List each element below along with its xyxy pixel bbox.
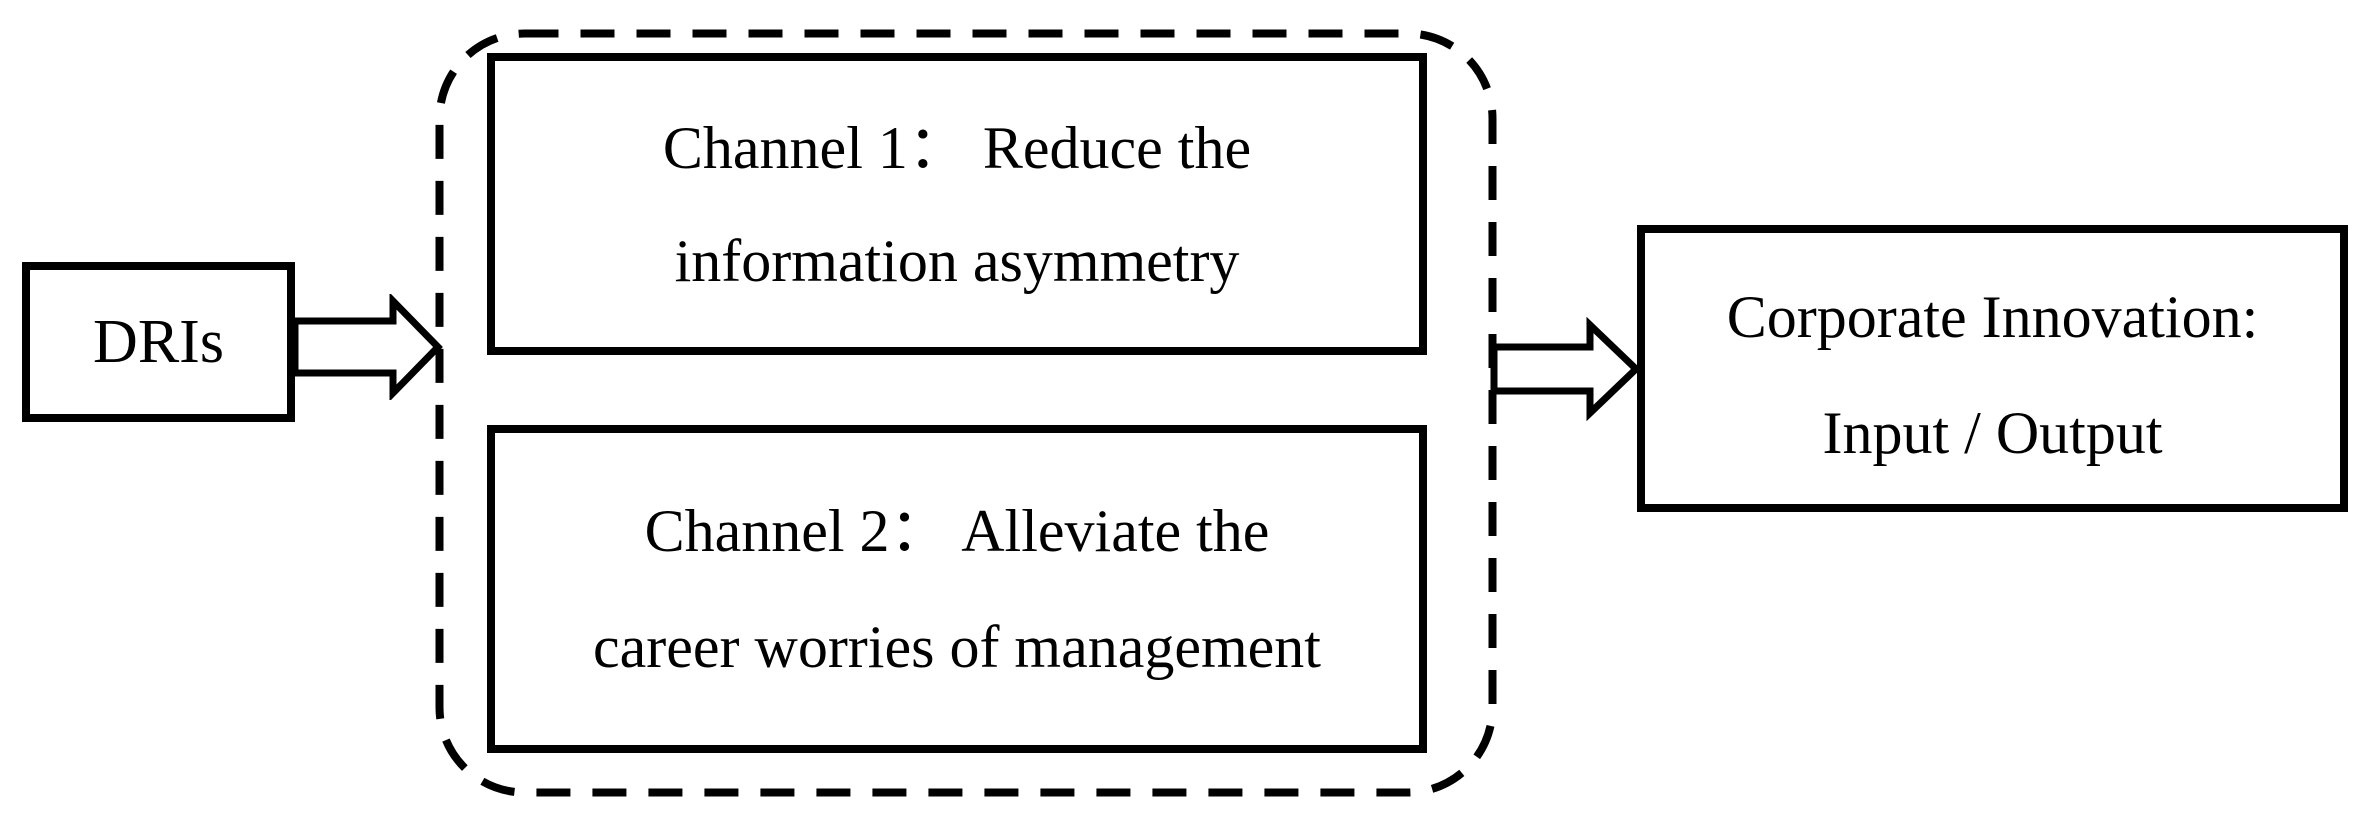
dris-box: DRIs [22,262,295,422]
innovation-box: Corporate Innovation: Input / Output [1637,225,2348,512]
channel1-line1: Channel 1： Reduce the [662,114,1252,181]
channels-group-dashed-border [435,29,1497,797]
arrow-dris-to-channels-icon [291,294,443,400]
innovation-line2: Input / Output [1822,399,2163,466]
channel1-line2: information asymmetry [674,227,1240,294]
dris-label: DRIs [93,308,224,376]
channel1-box: Channel 1： Reduce the information asymme… [487,53,1427,355]
channel2-line1: Channel 2： Alleviate the [644,498,1270,564]
arrow-channels-to-innovation-icon [1490,316,1640,422]
channel2-box: Channel 2： Alleviate the career worries … [487,425,1427,753]
channel2-line2: career worries of management [593,614,1321,680]
innovation-line1: Corporate Innovation: [1726,283,2259,350]
